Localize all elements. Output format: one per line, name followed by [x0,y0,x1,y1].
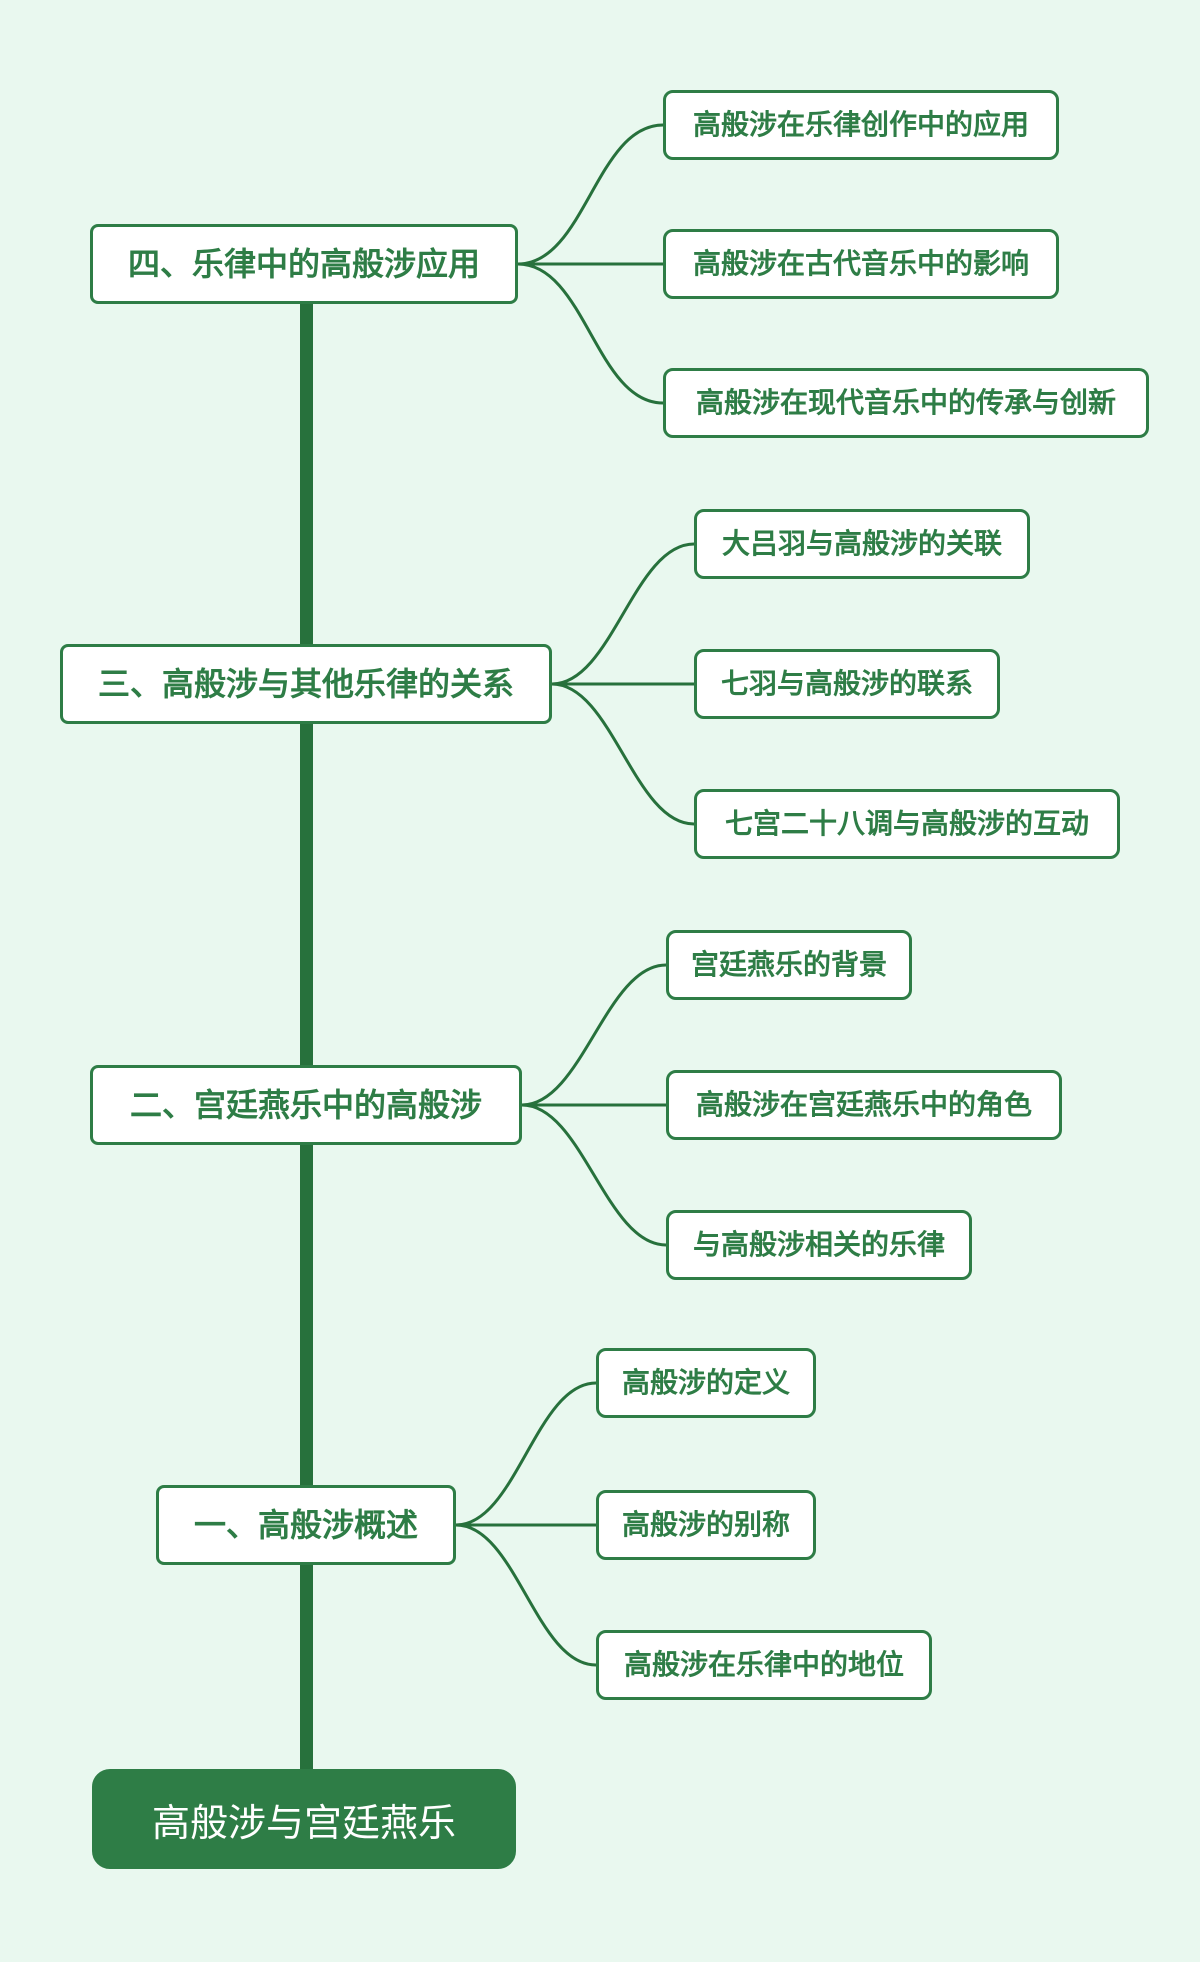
branch-node-2-label: 二、宫廷燕乐中的高般涉 [129,1086,482,1123]
branch-2-child-2[interactable]: 与高般涉相关的乐律 [666,1210,972,1280]
branch-3-child-2[interactable]: 七宫二十八调与高般涉的互动 [694,789,1120,859]
branch-1-child-0-label: 高般涉的定义 [621,1366,790,1398]
branch-2-child-0[interactable]: 宫廷燕乐的背景 [666,930,912,1000]
branch-3-child-1-label: 七羽与高般涉的联系 [720,667,973,699]
branch-1-child-1[interactable]: 高般涉的别称 [596,1490,816,1560]
branch-node-4-label: 四、乐律中的高般涉应用 [127,245,480,282]
branch-4-child-1[interactable]: 高般涉在古代音乐中的影响 [663,229,1059,299]
branch-1-child-1-label: 高般涉的别称 [621,1508,790,1540]
branch-3-child-1[interactable]: 七羽与高般涉的联系 [694,649,1000,719]
branch-4-child-2[interactable]: 高般涉在现代音乐中的传承与创新 [663,368,1149,438]
branch-1-child-2-label: 高般涉在乐律中的地位 [623,1648,904,1680]
branch-4-child-2-label: 高般涉在现代音乐中的传承与创新 [695,386,1116,418]
branch-3-child-0[interactable]: 大吕羽与高般涉的关联 [694,509,1030,579]
branch-3-child-0-label: 大吕羽与高般涉的关联 [721,527,1002,559]
branch-1-child-2[interactable]: 高般涉在乐律中的地位 [596,1630,932,1700]
branch-node-3[interactable]: 三、高般涉与其他乐律的关系 [60,644,552,724]
branch-2-child-2-label: 与高般涉相关的乐律 [692,1228,945,1260]
root-node-label: 高般涉与宫廷燕乐 [151,1802,456,1845]
branch-node-1[interactable]: 一、高般涉概述 [156,1485,456,1565]
branch-2-child-0-label: 宫廷燕乐的背景 [690,948,887,980]
branch-4-child-0-label: 高般涉在乐律创作中的应用 [692,108,1029,140]
branch-node-2[interactable]: 二、宫廷燕乐中的高般涉 [90,1065,522,1145]
branch-1-child-0[interactable]: 高般涉的定义 [596,1348,816,1418]
branch-4-child-0[interactable]: 高般涉在乐律创作中的应用 [663,90,1059,160]
branch-node-3-label: 三、高般涉与其他乐律的关系 [97,665,514,702]
branch-2-child-1[interactable]: 高般涉在宫廷燕乐中的角色 [666,1070,1062,1140]
branch-4-child-1-label: 高般涉在古代音乐中的影响 [692,247,1029,279]
branch-3-child-2-label: 七宫二十八调与高般涉的互动 [724,807,1089,839]
root-node[interactable]: 高般涉与宫廷燕乐 [92,1769,516,1869]
branch-2-child-1-label: 高般涉在宫廷燕乐中的角色 [695,1088,1032,1120]
branch-node-4[interactable]: 四、乐律中的高般涉应用 [90,224,518,304]
branch-node-1-label: 一、高般涉概述 [193,1506,418,1543]
